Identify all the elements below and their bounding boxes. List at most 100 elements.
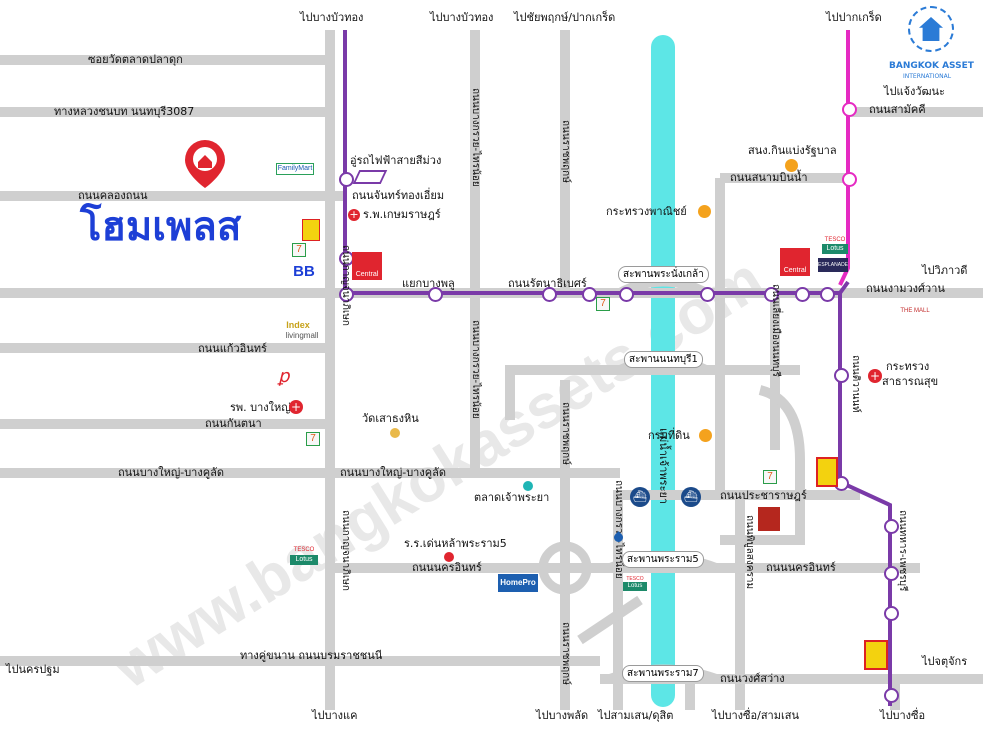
- seven-logo: 7: [292, 243, 306, 257]
- central-logo: Central: [352, 252, 382, 280]
- station-dot: [795, 287, 810, 302]
- road-rattanathibet: ถนนรัตนาธิเบศร์: [508, 277, 587, 290]
- station-dot: [884, 688, 899, 703]
- home-pin-icon: [185, 140, 225, 188]
- bridge-rama7: สะพานพระราม7: [622, 665, 704, 682]
- road-kaeo-inn: ถนนแก้วอินทร์: [198, 342, 267, 355]
- road-ratchaphruek: ถนนราชพฤกษ์: [560, 120, 571, 183]
- hospital-icon: +: [868, 369, 882, 383]
- road-ratchaphruek-south: ถนนราชพฤกษ์: [560, 622, 571, 685]
- river-label: แม่น้ำเจ้าพระยา: [657, 428, 670, 505]
- station-dot: [339, 172, 354, 187]
- station-dot: [884, 566, 899, 581]
- road-kanchana: ถนนกันตนา: [205, 417, 262, 430]
- bridge-rama5: สะพานพระราม5: [622, 551, 704, 568]
- land-dept-icon: [699, 429, 712, 442]
- makro-logo-icon: [864, 640, 888, 670]
- familymart-logo: FamilyMart: [276, 163, 314, 175]
- station-dot: [884, 606, 899, 621]
- road-highway-3087: ทางหลวงชนบท นนทบุรี3087: [54, 105, 195, 118]
- dir-bangbuathong-2: ไปบางบัวทอง: [430, 11, 494, 24]
- road-phibun-songkhram: ถนนพิบูลสงคราม: [744, 515, 755, 590]
- makro-logo-icon: [816, 457, 838, 487]
- dir-chaengwattana: ไปแจ้งวัฒนะ: [884, 85, 945, 98]
- road-ngamwongwan: ถนนงามวงศ์วาน: [866, 282, 945, 295]
- road-nakhon-in-2: ถนนนครอินทร์: [766, 561, 836, 574]
- homepro-logo: HomePro: [498, 574, 538, 592]
- makro-logo-icon: [302, 219, 320, 241]
- station-dot: [834, 368, 849, 383]
- boat-icon: ⛴: [681, 487, 701, 507]
- roundabout: [538, 541, 592, 595]
- index-logo: Index: [286, 320, 310, 330]
- station-dot: [700, 287, 715, 302]
- station-dot: [339, 287, 354, 302]
- station-dot-pink: [842, 102, 857, 117]
- road-sanambinnam: ถนนสนามบินน้ำ: [730, 171, 808, 184]
- road-soi-wat-talat-pladuk: ซอยวัดตลาดปลาดุก: [88, 53, 183, 66]
- road-kanchanaphisek-south: ถนนกาญจนาภิเษก: [340, 510, 351, 591]
- road-nakhon-in: ถนนนครอินทร์: [412, 561, 482, 574]
- dir-bangbuathong-1: ไปบางบัวทอง: [300, 11, 364, 24]
- tesco-logo-2: TESCO: [293, 547, 315, 553]
- station-dot: [428, 287, 443, 302]
- road-chan-thong-iam: ถนนจันทร์ทองเอี่ยม: [352, 189, 445, 202]
- road-ratchaphruek-mid: ถนนราชพฤกษ์: [560, 402, 571, 465]
- lotus-logo-2: Lotus: [290, 555, 318, 565]
- market-icon: [523, 481, 533, 491]
- road-wongsawang: ถนนวงศ์สว่าง: [720, 672, 785, 685]
- dir-nakhonpathom: ไปนครปฐม: [6, 663, 60, 676]
- road-samakkhi: ถนนสามัคคี: [869, 103, 926, 116]
- tesco-logo: TESCO: [824, 237, 846, 243]
- hospital-icon: +: [289, 400, 303, 414]
- road-bang-kruai-sai-noi-south: ถนนบางกรวย-ไทรน้อย: [613, 480, 624, 579]
- road-pracharat: ถนนประชาราษฎร์: [720, 489, 807, 502]
- station-dot: [884, 519, 899, 534]
- central-logo-2: Central: [780, 248, 810, 276]
- dir-bangphlat: ไปบางพลัด: [536, 709, 589, 722]
- dir-chaiyaphruek: ไปชัยพฤกษ์/ปากเกร็ด: [514, 11, 616, 24]
- dir-chatuchak: ไปจตุจักร: [922, 655, 968, 668]
- road-liang-mueang: ถนนเลี่ยงเมืองนนทบุรี: [770, 284, 781, 377]
- road-thepharak: ถนนทหาร-เพชรบุรี: [897, 510, 908, 592]
- dir-pakkret: ไปปากเกร็ด: [826, 11, 882, 24]
- road-bang-yai-bang-khu-lat: ถนนบางใหญ่-บางคูลัด: [118, 466, 224, 479]
- dir-viphavadi: ไปวิภาวดี: [922, 264, 968, 277]
- place-land-department: กรมที่ดิน: [648, 429, 690, 442]
- station-dot: [820, 287, 835, 302]
- place-commerce-ministry: กระทรวงพาณิชย์: [606, 205, 687, 218]
- brand-name: BANGKOK ASSET: [889, 61, 974, 71]
- hospital-icon: +: [348, 208, 360, 221]
- lotus-logo: Lotus: [822, 244, 848, 254]
- lotus-logo-3: Lotus: [623, 582, 647, 591]
- seven-logo: 7: [306, 432, 320, 446]
- bb-logo: BB: [293, 263, 315, 280]
- place-public-health-2: สาธารณสุข: [882, 375, 939, 388]
- page-title: โฮมเพลส: [80, 204, 242, 250]
- road-bang-kruai-sai-noi-mid: ถนนบางกรวย-ไทรน้อย: [470, 320, 481, 419]
- place-public-health-1: กระทรวง: [886, 360, 930, 373]
- place-mrt-station: อู่รถไฟฟ้าสายสีม่วง: [350, 154, 442, 167]
- road-kanchanaphisek-2: ทางคู่ขนาน ถนนบรมราชชนนี: [240, 649, 383, 662]
- place-school: ร.ร.เด่นหล้าพระราม5: [404, 537, 507, 550]
- dir-bangkhae: ไปบางแค: [312, 709, 358, 722]
- bridge-nonthaburi: สะพานนนทบุรี1: [624, 351, 703, 368]
- temple-icon: [390, 428, 400, 438]
- dir-bangsue: ไปบางซื่อ: [880, 709, 926, 722]
- place-govt-lottery: สนง.กินแบ่งรัฐบาล: [748, 144, 837, 157]
- boat-icon: ⛴: [630, 487, 650, 507]
- place-chao-phraya-market: ตลาดเจ้าพระยา: [474, 491, 550, 504]
- themall-logo: THE MALL: [900, 308, 930, 314]
- road-bang-yai-bang-khu-lat-2: ถนนบางใหญ่-บางคูลัด: [340, 466, 446, 479]
- esplanade-logo: ESPLANADE: [818, 258, 848, 272]
- place-kasem-hospital: ร.พ.เกษมราษฎร์: [363, 208, 441, 221]
- lottery-icon: [785, 159, 798, 172]
- dir-samsen-dusit: ไปสามเสน/ดุสิต: [598, 709, 674, 722]
- brand-sub: INTERNATIONAL: [903, 73, 952, 80]
- place-bang-yai-hospital: รพ. บางใหญ่: [230, 401, 291, 414]
- place-wat-sao-thong-hin: วัดเสาธงหิน: [362, 412, 419, 425]
- station-dot: [582, 287, 597, 302]
- station-dot: [542, 287, 557, 302]
